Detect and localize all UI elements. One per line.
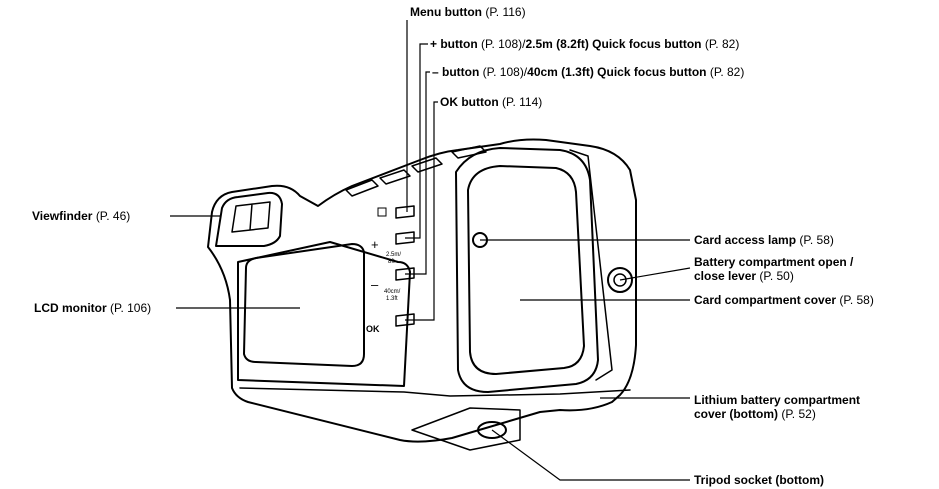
tripod-socket (477, 421, 507, 439)
distance-far-2: 8ft (388, 259, 395, 265)
label-lcd-monitor: LCD monitor (P. 106) (34, 301, 152, 315)
label-tripod-socket: Tripod socket (bottom) (694, 473, 824, 487)
label-battery-lever: Battery compartment open / close lever (… (694, 255, 854, 283)
viewfinder-window (231, 201, 271, 233)
distance-near-1: 40cm/ (384, 289, 401, 295)
camera-body-outline (207, 138, 637, 443)
ok-marking: OK (366, 324, 380, 334)
label-card-access-lamp: Card access lamp (P. 58) (694, 233, 834, 247)
grip-outline (455, 147, 599, 393)
battery-lever (607, 267, 633, 293)
leader-tripod (491, 429, 690, 481)
minus-button-shape (395, 267, 415, 281)
plus-marking: + (371, 237, 379, 252)
leader-battery-lever (619, 267, 691, 281)
leader-plus (405, 43, 428, 239)
label-lithium-cover: Lithium battery compartment cover (botto… (694, 393, 861, 421)
back-panel (237, 241, 411, 387)
label-ok-button: OK button (P. 114) (440, 95, 543, 109)
card-compartment-cover (467, 165, 585, 375)
strap-edge (569, 149, 613, 381)
bottom-plate (411, 407, 521, 451)
label-viewfinder: Viewfinder (P. 46) (32, 209, 131, 223)
label-minus-button: – button (P. 108)/40cm (1.3ft) Quick foc… (432, 65, 745, 79)
ok-button-shape (395, 313, 415, 327)
plus-button-shape (395, 231, 415, 245)
menu-button-shape (395, 205, 415, 219)
top-buttons (345, 145, 487, 197)
base-edge (239, 387, 631, 397)
distance-far-1: 2.5m/ (386, 252, 401, 258)
leader-minus (405, 71, 430, 275)
lcd-monitor-screen (243, 243, 365, 367)
leader-ok (405, 101, 438, 321)
label-menu-button: Menu button (P. 116) (410, 5, 526, 19)
label-card-cover: Card compartment cover (P. 58) (694, 293, 874, 307)
distance-near-2: 1.3ft (386, 296, 398, 302)
viewfinder-housing (215, 191, 283, 247)
minus-marking: – (371, 277, 379, 292)
label-plus-button: + button (P. 108)/2.5m (8.2ft) Quick foc… (430, 37, 740, 51)
